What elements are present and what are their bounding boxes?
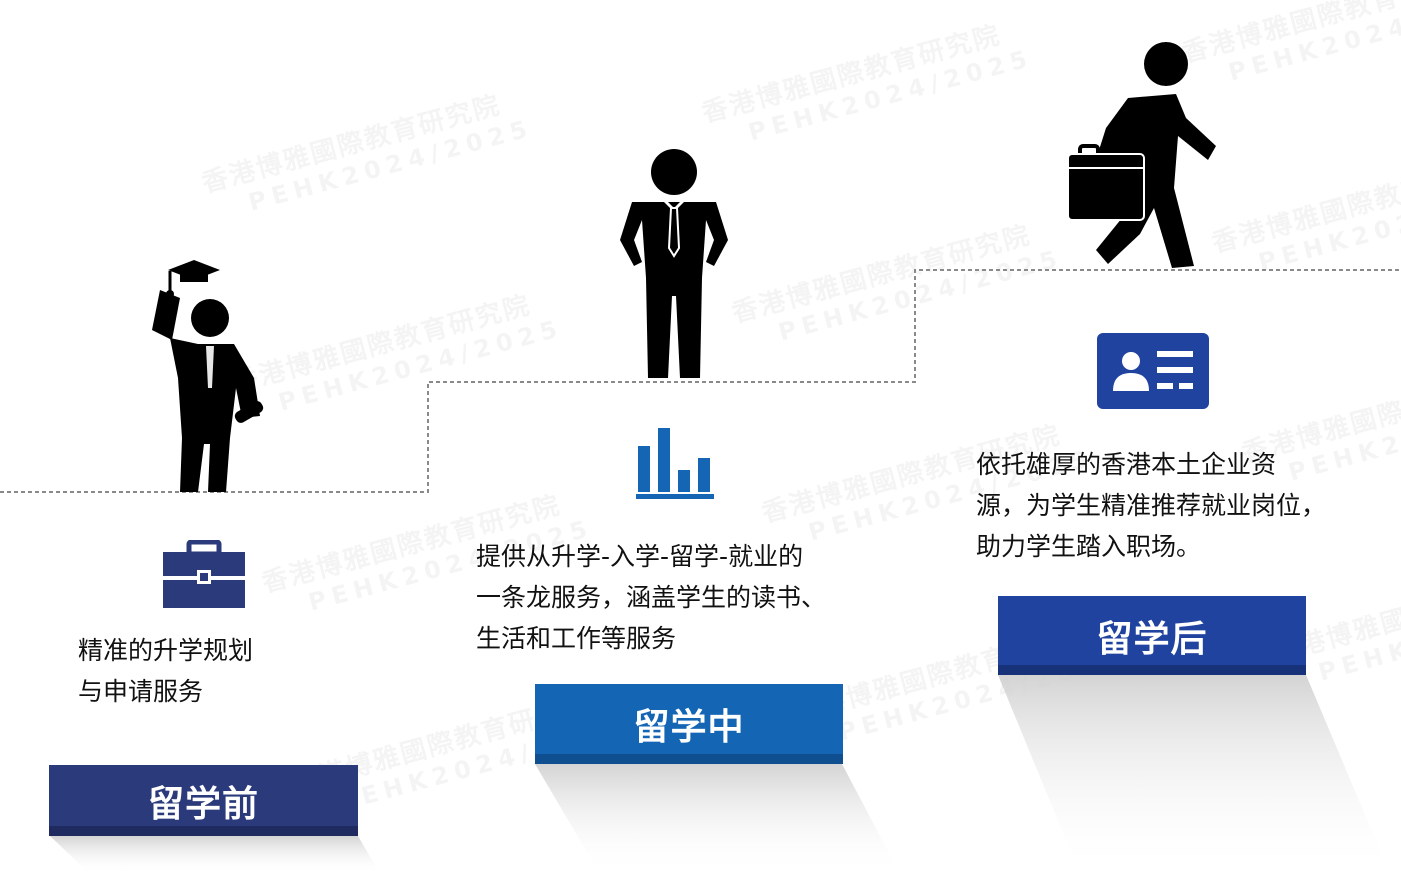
description-line: 精准的升学规划: [78, 636, 254, 665]
stage-label-text: 留学中: [633, 707, 745, 748]
graduate-figure-icon: [152, 260, 264, 492]
description-line: 助力学生踏入职场。: [976, 532, 1202, 561]
stage-description: 提供从升学-入学-留学-就业的 一条龙服务，涵盖学生的读书、 生活和工作等服务: [476, 536, 826, 659]
bar-chart-icon: [636, 428, 714, 499]
description-line: 依托雄厚的香港本土企业资: [976, 450, 1277, 479]
briefcase-icon: [163, 540, 245, 608]
label-bottom-bar: [535, 754, 843, 764]
description-line: 生活和工作等服务: [476, 624, 677, 653]
stage-description: 精准的升学规划 与申请服务: [78, 630, 253, 712]
description-line: 一条龙服务，涵盖学生的读书、: [476, 583, 827, 612]
description-line: 提供从升学-入学-留学-就业的: [476, 542, 804, 571]
id-card-icon: [1097, 333, 1209, 409]
stage-label-after: 留学后: [998, 596, 1306, 675]
stage-label-during: 留学中: [535, 684, 843, 764]
description-line: 与申请服务: [78, 677, 204, 706]
businessman-standing-icon: [620, 149, 728, 378]
stage-label-before: 留学前: [49, 765, 358, 836]
stage-description: 依托雄厚的香港本土企业资 源，为学生精准推荐就业岗位， 助力学生踏入职场。: [976, 444, 1326, 567]
label-bottom-bar: [49, 826, 358, 836]
stage-label-text: 留学前: [147, 783, 259, 825]
businessman-walking-icon: [1067, 42, 1216, 268]
description-line: 源，为学生精准推荐就业岗位，: [976, 491, 1327, 520]
label-bottom-bar: [998, 665, 1306, 675]
stage-label-text: 留学后: [1096, 618, 1208, 660]
